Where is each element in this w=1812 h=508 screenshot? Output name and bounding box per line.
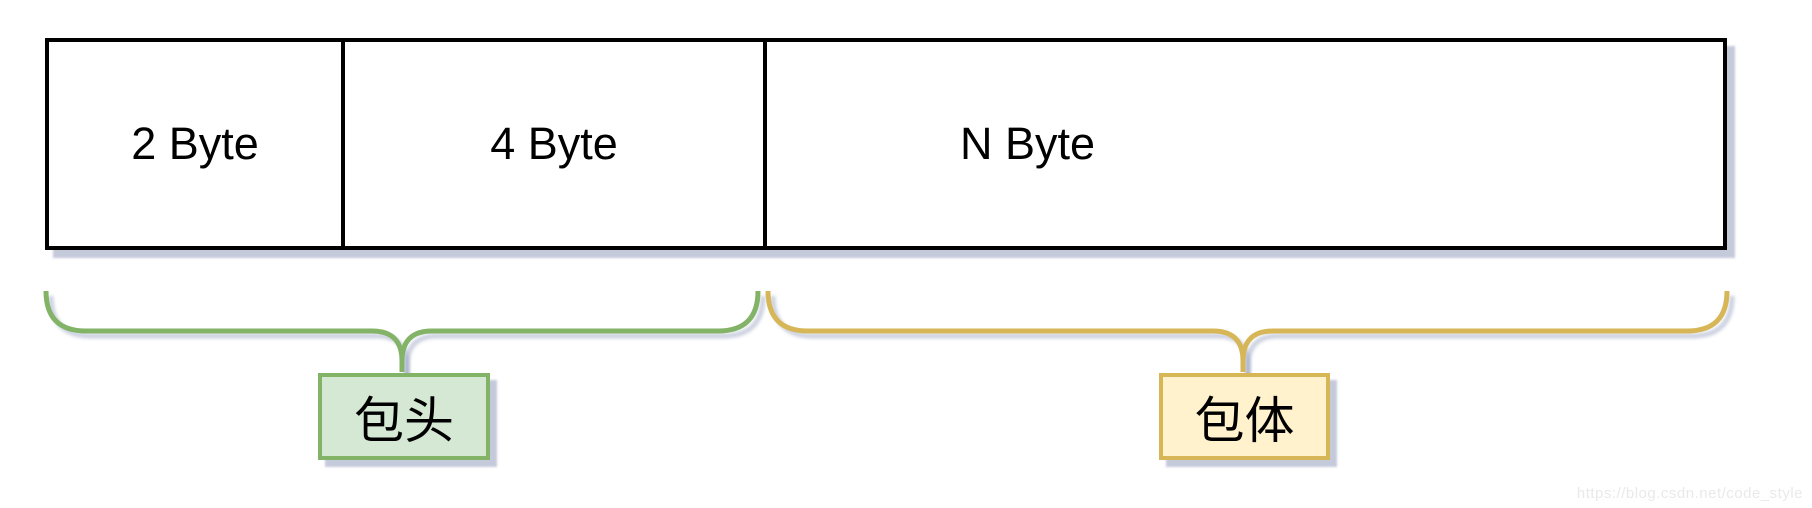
header-label-box: 包头 bbox=[318, 373, 490, 460]
packet-box: 2 Byte 4 Byte N Byte bbox=[45, 38, 1727, 250]
segment-4-byte: 4 Byte bbox=[345, 42, 767, 246]
segment-n-byte: N Byte bbox=[960, 118, 1096, 169]
body-brace bbox=[765, 290, 1730, 372]
header-brace bbox=[43, 290, 761, 372]
watermark-text: https://blog.csdn.net/code_style bbox=[1576, 485, 1803, 502]
segment-2-byte: 2 Byte bbox=[49, 42, 345, 246]
body-label-box: 包体 bbox=[1159, 373, 1330, 460]
